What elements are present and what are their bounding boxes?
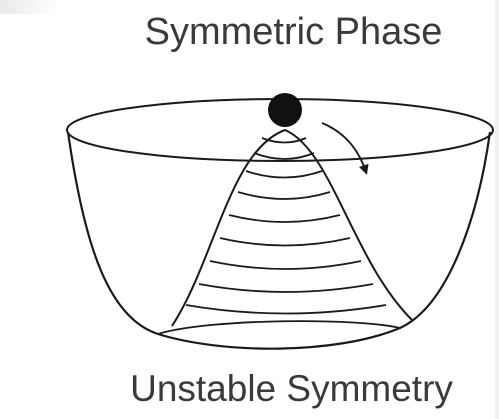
roll-arrow-icon bbox=[321, 122, 369, 175]
contour-line bbox=[185, 304, 387, 315]
edge-strip bbox=[495, 0, 499, 419]
contour-line bbox=[245, 170, 323, 179]
contour-line bbox=[237, 191, 331, 200]
contour-line bbox=[219, 237, 351, 247]
bowl-outline bbox=[66, 131, 492, 350]
diagram-caption: Unstable Symmetry bbox=[0, 367, 499, 411]
diagram-caption-text: Unstable Symmetry bbox=[130, 368, 453, 409]
contour-lines bbox=[185, 137, 387, 315]
bowl-floor bbox=[157, 320, 401, 335]
contour-line bbox=[209, 260, 362, 270]
corner-shading bbox=[0, 0, 60, 14]
contour-line bbox=[198, 283, 374, 293]
contour-line bbox=[228, 214, 341, 223]
contour-line bbox=[253, 152, 315, 160]
diagram-title-text: Symmetric Phase bbox=[144, 11, 443, 53]
diagram-title: Symmetric Phase bbox=[0, 10, 499, 54]
central-hump bbox=[171, 128, 413, 327]
contour-line bbox=[261, 137, 307, 144]
ball-icon bbox=[268, 93, 302, 127]
